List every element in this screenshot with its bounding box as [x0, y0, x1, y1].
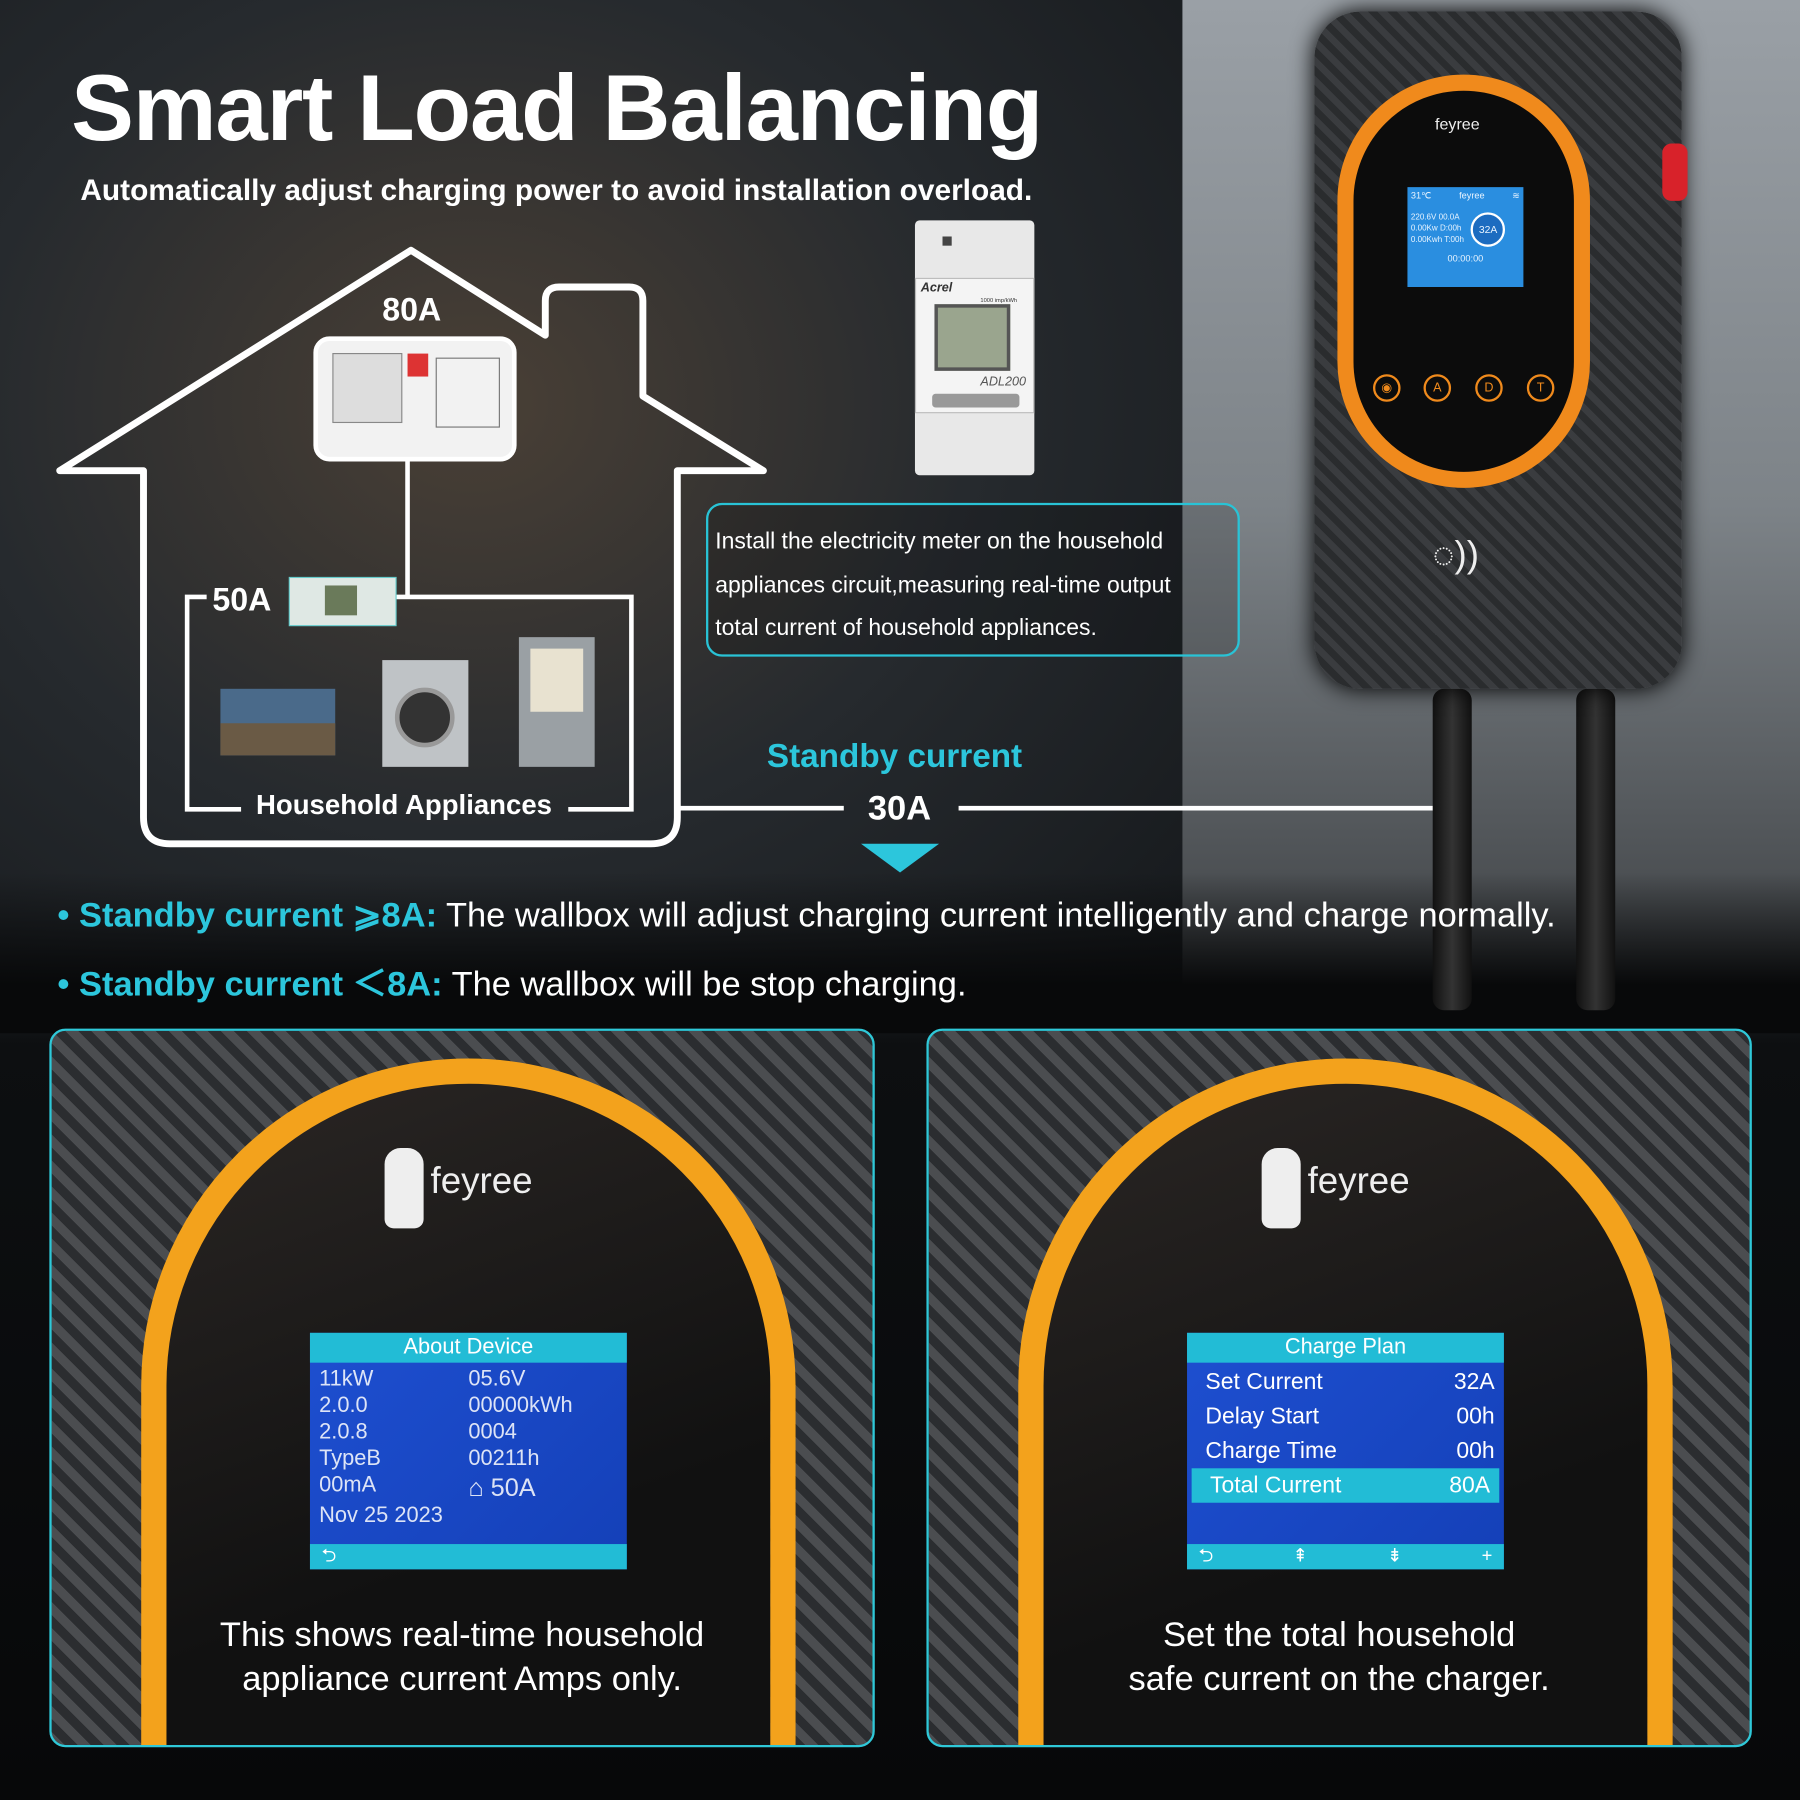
charger-cable	[1432, 688, 1472, 1011]
screen-voltage: 220.6V	[1410, 213, 1437, 222]
charger-button: ◉	[1373, 374, 1401, 402]
panel-caption: This shows real-time household appliance…	[52, 1614, 873, 1701]
screen-temp: 31℃	[1410, 190, 1432, 201]
hardware-version: 2.0.8	[319, 1420, 368, 1445]
screen-title: Charge Plan	[1187, 1332, 1504, 1363]
page-title: Smart Load Balancing	[71, 56, 1043, 161]
charger-screen: 31℃ feyree ≋ 220.6V 00.0A 0.00Kw D:00h 0.0…	[1407, 187, 1524, 287]
bullet-text: The wallbox will adjust charging current…	[437, 896, 1556, 935]
screen-brand: feyree	[1459, 190, 1485, 201]
meter-rating: 50A	[212, 582, 272, 618]
charger-button: T	[1526, 374, 1555, 402]
emergency-stop-button	[1662, 143, 1688, 201]
row-value: 80A	[1449, 1472, 1491, 1499]
charger-cable	[1576, 688, 1616, 1011]
panel-caption: Set the total household safe current on …	[929, 1614, 1750, 1701]
rcd-type: TypeB	[319, 1446, 381, 1471]
screen-title: About Device	[309, 1332, 627, 1363]
run-hours: 00211h	[468, 1446, 540, 1471]
caption-line: safe current on the charger.	[1128, 1660, 1550, 1698]
firmware-version: 2.0.0	[319, 1393, 368, 1418]
standby-current-value: 30A	[867, 789, 932, 828]
brand-logo: feyree	[430, 1159, 533, 1201]
caption-line: Set the total household	[1162, 1616, 1516, 1655]
brand-logo: feyree	[1307, 1159, 1410, 1201]
row-label: Set Current	[1205, 1369, 1323, 1395]
nfc-icon: ◌))	[1432, 533, 1480, 576]
screen-timer: 00:00:00	[1447, 253, 1484, 265]
bullet-standby-low: • Standby current ＜8A: The wallbox will …	[57, 965, 967, 1004]
row-value: 32A	[1453, 1369, 1495, 1395]
charge-count: 0004	[468, 1420, 517, 1445]
move-up-icon: ⇞	[1292, 1546, 1308, 1566]
info-line: total current of household appliances.	[715, 615, 1097, 641]
charge-plan-panel: feyree Charge Plan Set Current 32A Delay …	[926, 1028, 1752, 1748]
standby-current-label: Standby current	[766, 738, 1023, 775]
screen-time: T:00h	[1444, 236, 1464, 245]
screen-current: 00.0A	[1438, 213, 1460, 222]
info-line: appliances circuit,measuring real-time o…	[715, 572, 1171, 598]
bullet-text: The wallbox will be stop charging.	[442, 965, 967, 1004]
background-fade	[0, 872, 1800, 1034]
charger-logo: feyree	[1435, 114, 1480, 134]
screen-delay: D:00h	[1439, 225, 1462, 234]
delay-start-row: Delay Start 00h	[1187, 1399, 1504, 1433]
row-value: 00h	[1456, 1404, 1495, 1430]
caption-line: appliance current Amps only.	[242, 1660, 682, 1698]
set-current-row: Set Current 32A	[1187, 1365, 1504, 1399]
charger-front-closeup	[1018, 1058, 1673, 1745]
appliances-label: Household Appliances	[256, 789, 552, 821]
total-current-row: Total Current 80A	[1191, 1468, 1500, 1503]
device-date: Nov 25 2023	[319, 1503, 443, 1528]
about-device-panel: feyree About Device 11kW 05.6V 2.0.0 00000…	[49, 1028, 875, 1748]
meter-brand: Acrel	[920, 281, 953, 296]
screen-set-current: 32A	[1470, 212, 1506, 247]
move-down-icon: ⇟	[1387, 1546, 1403, 1566]
row-label: Delay Start	[1205, 1404, 1319, 1430]
device-energy: 00000kWh	[468, 1393, 573, 1418]
device-power: 11kW	[319, 1367, 374, 1392]
info-box: Install the electricity meter on the hou…	[706, 502, 1240, 657]
main-breaker-rating: 80A	[382, 291, 442, 328]
down-arrow-icon	[861, 843, 940, 873]
wifi-icon: ≋	[1512, 190, 1520, 201]
back-icon: ⮌	[1198, 1546, 1214, 1566]
house-diagram	[56, 246, 1468, 873]
back-icon: ⮌	[321, 1546, 337, 1566]
info-line: Install the electricity meter on the hou…	[715, 529, 1164, 555]
plus-icon: +	[1481, 1546, 1493, 1566]
bullet-highlight: Standby current ＜8A:	[79, 965, 443, 1004]
leakage-current: 00mA	[319, 1472, 377, 1497]
meter-model: ADL200	[980, 375, 1027, 390]
household-current: ⌂ 50A	[468, 1472, 536, 1502]
row-label: Charge Time	[1205, 1438, 1337, 1464]
bullet-standby-high: • Standby current ⩾8A: The wallbox will …	[57, 896, 1556, 935]
caption-line: This shows real-time household	[219, 1616, 705, 1655]
about-device-screen: About Device 11kW 05.6V 2.0.0 00000kWh 2.0…	[309, 1332, 627, 1570]
bullet-highlight: Standby current ⩾8A:	[79, 896, 438, 935]
row-value: 00h	[1456, 1438, 1495, 1464]
feyree-logo-icon	[1261, 1148, 1301, 1229]
charger-button: A	[1423, 374, 1452, 402]
device-voltage: 05.6V	[468, 1367, 526, 1392]
charger-button: D	[1475, 374, 1503, 402]
charge-plan-screen: Charge Plan Set Current 32A Delay Start 00…	[1187, 1332, 1504, 1570]
feyree-logo-icon	[384, 1148, 424, 1229]
screen-energy: 0.00Kwh	[1410, 236, 1443, 245]
charge-time-row: Charge Time 00h	[1187, 1434, 1504, 1468]
appliance-box-outline	[184, 594, 634, 812]
row-label: Total Current	[1209, 1472, 1342, 1499]
electricity-meter-image: Acrel 1000 imp/kWh ADL200	[914, 220, 1035, 476]
household-current-value: 50A	[490, 1472, 536, 1502]
page-subtitle: Automatically adjust charging power to a…	[80, 172, 1033, 207]
meter-lcd	[934, 304, 1011, 371]
meter-rate: 1000 imp/kWh	[980, 297, 1018, 305]
house-outline	[56, 246, 767, 848]
screen-power: 0.00Kw	[1410, 225, 1438, 234]
